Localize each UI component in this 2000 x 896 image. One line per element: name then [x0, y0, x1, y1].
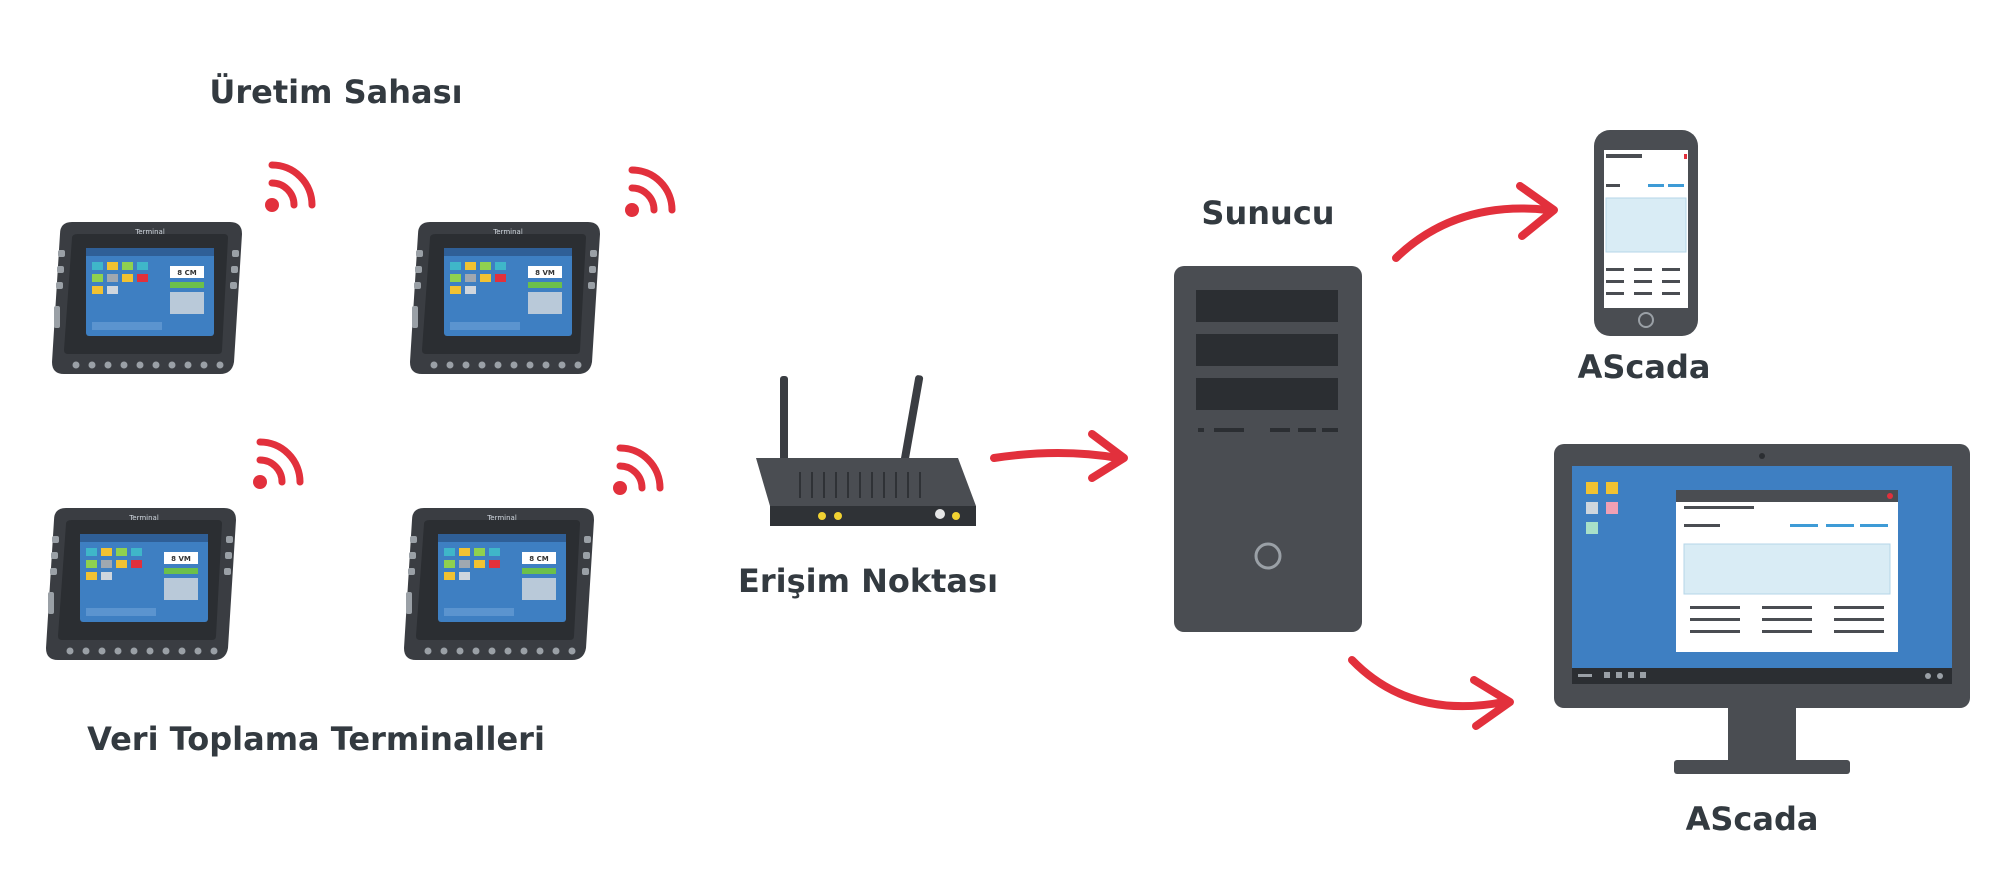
arrow-icon — [990, 430, 1128, 482]
server-icon — [1174, 266, 1362, 632]
terminal-title: Terminal — [128, 514, 159, 522]
desktop-app-label: AScada — [1686, 800, 1819, 838]
terminal-value: 8 CM — [529, 555, 548, 563]
terminals-label: Veri Toplama Terminalleri — [87, 720, 545, 758]
wifi-signal-icon — [625, 170, 672, 217]
terminal-4: Terminal 8 CM — [404, 508, 594, 660]
access-point-label: Erişim Noktası — [738, 562, 998, 600]
smartphone-icon — [1594, 130, 1698, 336]
terminal-value: 8 CM — [177, 269, 196, 277]
wifi-signal-icon — [265, 165, 312, 212]
wifi-signal-icon — [253, 442, 300, 489]
router-icon — [756, 375, 976, 526]
arrow-icon — [1392, 182, 1558, 262]
terminal-title: Terminal — [492, 228, 523, 236]
terminal-1: Terminal 8 CM — [52, 222, 242, 374]
monitor-icon — [1554, 444, 1970, 774]
terminal-3: Terminal 8 VM — [46, 508, 236, 660]
server-label: Sunucu — [1201, 194, 1334, 232]
arrow-icon — [1348, 656, 1514, 730]
phone-app-label: AScada — [1578, 348, 1711, 386]
terminal-2: Terminal 8 VM — [410, 222, 600, 374]
terminal-value: 8 VM — [535, 269, 555, 277]
terminal-title: Terminal — [134, 228, 165, 236]
wifi-signal-icon — [613, 448, 660, 495]
terminal-title: Terminal — [486, 514, 517, 522]
production-site-label: Üretim Sahası — [209, 73, 462, 111]
terminal-value: 8 VM — [171, 555, 191, 563]
